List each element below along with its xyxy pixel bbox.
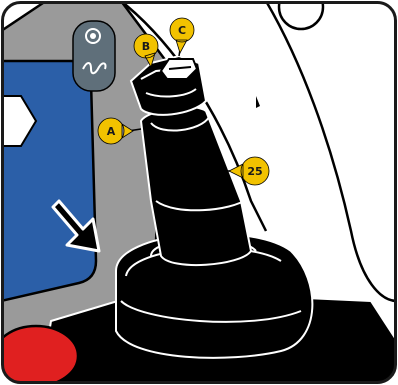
horn-icon — [73, 21, 115, 91]
callout-25-label: 25 — [247, 165, 262, 178]
callout-a-label: A — [107, 125, 116, 138]
callout-c-label: C — [178, 24, 186, 37]
callout-b-label: B — [142, 40, 150, 53]
red-button — [1, 326, 78, 384]
